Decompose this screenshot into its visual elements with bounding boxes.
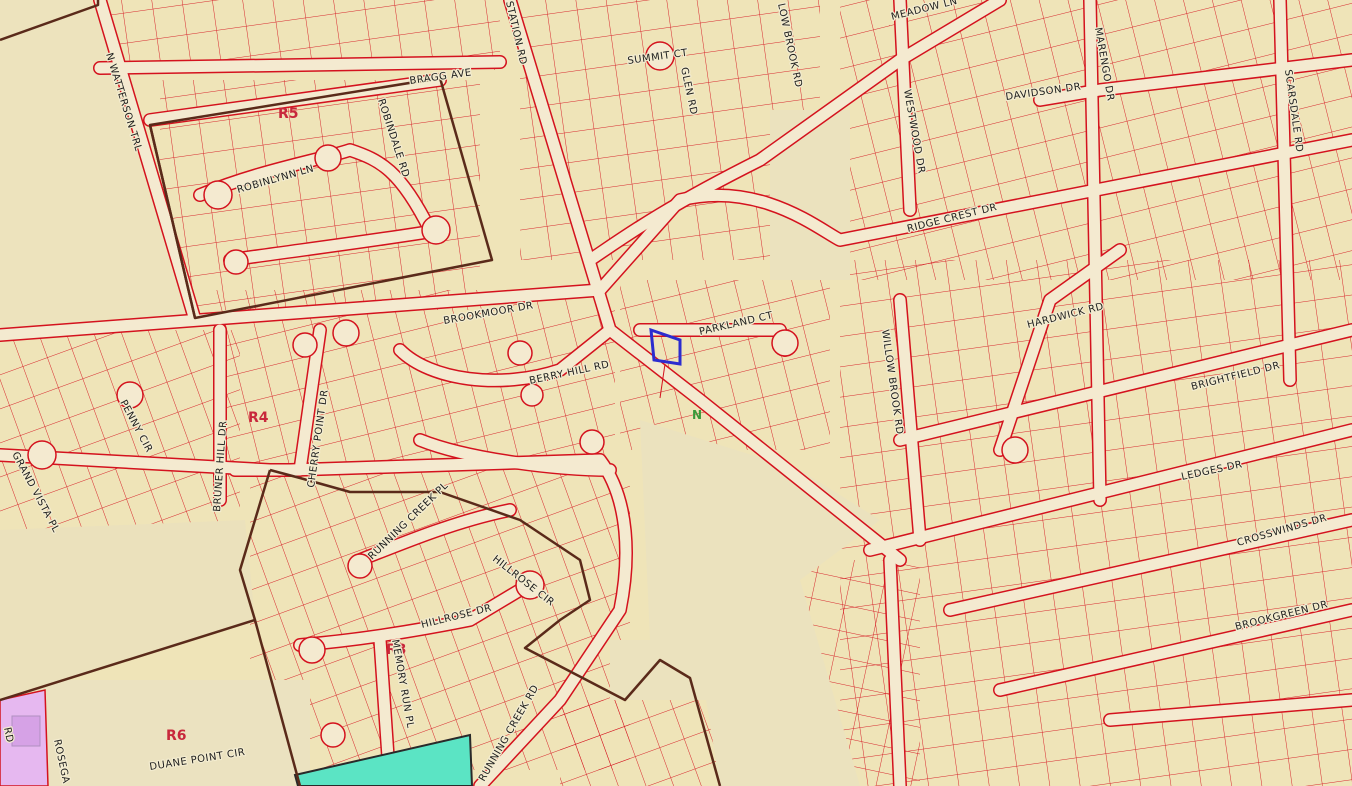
cul-de-sacs — [27, 41, 1029, 748]
zone-label-r5: R5 — [278, 106, 299, 122]
zoning-boundaries — [0, 0, 722, 786]
street-label-rd-left: RD — [1, 726, 15, 744]
north-marker: N — [692, 408, 702, 422]
zone-label-r6: R6 — [166, 728, 187, 744]
selected-parcel[interactable] — [649, 327, 682, 366]
zone-label-r3: R3 — [386, 642, 407, 658]
zone-label-r4: R4 — [248, 410, 269, 426]
zone-purple-building — [11, 715, 41, 747]
open-parcels — [0, 0, 880, 786]
zone-teal[interactable] — [293, 733, 474, 786]
